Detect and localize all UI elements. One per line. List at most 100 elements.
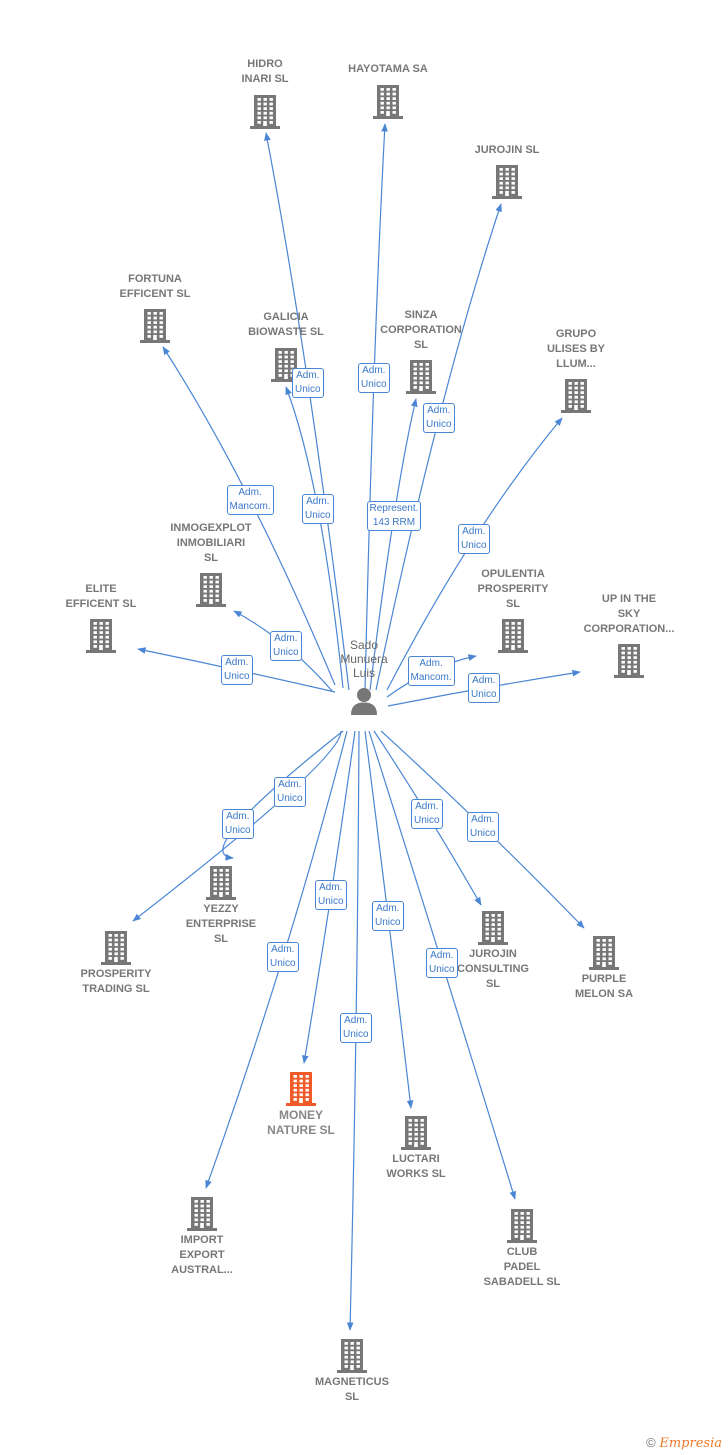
relation-label-line: Unico — [414, 815, 440, 826]
relation-label-upinthesky[interactable]: Adm.Unico — [468, 673, 500, 703]
company-name-line: SL — [505, 598, 521, 610]
relation-label-import-export[interactable]: Adm.Unico — [267, 942, 299, 972]
relation-label-line: Adm. — [462, 526, 486, 537]
relation-label-opulentia[interactable]: Adm.Mancom. — [407, 656, 455, 686]
company-name-line: OPULENTIA — [481, 568, 545, 580]
brand-logo[interactable]: Empresia — [659, 1436, 722, 1451]
relation-label-magneticus[interactable]: Adm.Unico — [340, 1013, 372, 1043]
relation-label-line: Mancom. — [229, 501, 271, 512]
company-name-line: ELITE — [85, 583, 117, 595]
company-name-line: WORKS SL — [386, 1168, 446, 1180]
building-icon — [561, 379, 591, 413]
relation-label-money-nature[interactable]: Adm.Unico — [315, 880, 347, 910]
building-icon — [614, 644, 644, 678]
company-node-opulentia[interactable]: OPULENTIA PROSPERITY SL — [453, 567, 573, 653]
company-name-line: AUSTRAL... — [171, 1264, 233, 1276]
relation-label-line: Adm. — [278, 779, 302, 790]
relation-label-line: Adm. — [430, 950, 454, 961]
relation-label-line: Adm. — [226, 811, 250, 822]
company-name-line: INMOBILIARI — [176, 537, 246, 549]
company-name-line: BIOWASTE SL — [248, 326, 324, 338]
relation-label-line: Adm. — [471, 814, 495, 825]
company-name-line: PROSPERITY — [477, 583, 549, 595]
relation-label-fortuna[interactable]: Adm. Mancom. — [226, 485, 274, 515]
company-name-line: MONEY — [278, 1108, 323, 1122]
building-icon — [196, 573, 226, 607]
building-icon — [271, 348, 301, 382]
company-name-line: SL — [203, 552, 219, 564]
relation-label-jurojin-consulting[interactable]: Adm. Unico — [411, 799, 443, 829]
relation-label-jurojin[interactable]: Adm.Unico — [423, 403, 455, 433]
relation-label-luctari[interactable]: Adm.Unico — [372, 901, 404, 931]
company-name-line: FORTUNA — [128, 273, 182, 285]
company-name-line: ENTERPRISE — [185, 918, 257, 930]
building-icon — [140, 309, 170, 343]
relation-label-line: Unico — [224, 671, 250, 682]
person-name-line: Sado — [349, 638, 379, 652]
building-icon — [401, 1116, 431, 1150]
relation-label-sinza[interactable]: Represent.143 RRM — [366, 501, 422, 531]
company-name-line: SL — [413, 339, 429, 351]
company-name-line: IMPORT — [180, 1234, 224, 1246]
company-node-fortuna[interactable]: FORTUNA EFFICENT SL — [95, 272, 215, 343]
relation-label-line: Unico — [277, 793, 303, 804]
company-name-line: INARI SL — [241, 73, 289, 85]
company-node-jurojin[interactable]: JUROJIN SL — [447, 143, 567, 199]
relation-label-grupo-ulises[interactable]: Adm.Unico — [458, 524, 490, 554]
company-name: HAYOTAMA SA — [328, 62, 448, 77]
relation-label-prosperity-trading[interactable]: Adm. Unico — [274, 777, 306, 807]
copyright-icon: © — [646, 1435, 656, 1450]
company-name-line: NATURE SL — [267, 1123, 335, 1137]
relation-label-line: Adm. — [319, 882, 343, 893]
relation-edge-hayotama — [364, 123, 388, 691]
relation-label-inmogexplot[interactable]: Adm.Unico — [270, 631, 302, 661]
relation-label-galicia[interactable]: Adm.Unico — [302, 494, 334, 524]
company-node-hayotama[interactable]: HAYOTAMA SA — [328, 62, 448, 119]
relation-label-hidro-inari[interactable]: Adm.Unico — [292, 368, 324, 398]
company-name-line: LUCTARI — [392, 1153, 440, 1165]
building-icon — [101, 931, 131, 965]
company-node-luctari[interactable]: LUCTARI WORKS SL — [356, 1116, 476, 1182]
relation-label-elite[interactable]: Adm.Unico — [221, 655, 253, 685]
company-name-line: PURPLE — [581, 973, 627, 985]
relation-label-club-padel[interactable]: Adm.Unico — [426, 948, 458, 978]
relation-label-line: Unico — [295, 384, 321, 395]
company-name-line: HAYOTAMA SA — [348, 63, 428, 75]
company-name-line: EFFICENT SL — [119, 288, 191, 300]
relation-label-hayotama[interactable]: Adm.Unico — [358, 363, 390, 393]
relation-label-line: Unico — [361, 379, 387, 390]
relation-label-yezzy[interactable]: Adm.Unico — [222, 809, 254, 839]
relation-label-purple-melon[interactable]: Adm.Unico — [467, 812, 499, 842]
company-name: OPULENTIA PROSPERITY SL — [453, 567, 573, 612]
relation-label-line: Adm. — [238, 487, 262, 498]
relation-label-line: Adm. — [415, 801, 439, 812]
company-name-line: SABADELL SL — [483, 1276, 561, 1288]
relation-label-line: Adm. — [344, 1015, 368, 1026]
building-icon — [250, 95, 280, 129]
